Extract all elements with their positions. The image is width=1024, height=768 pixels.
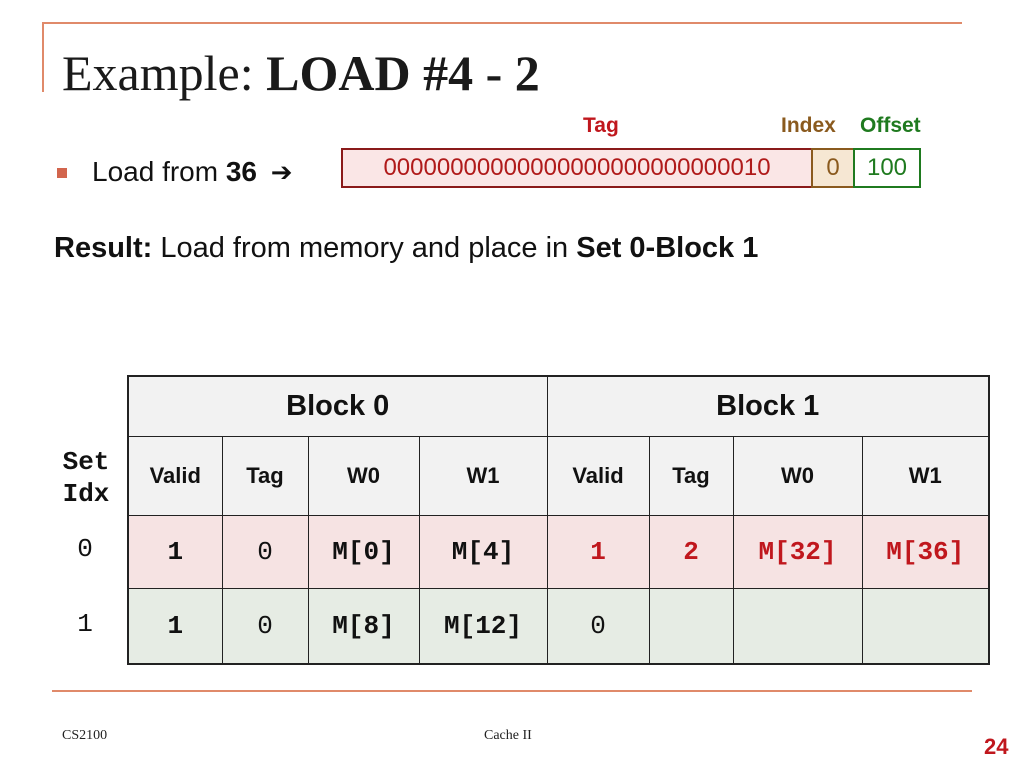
- left-rule: [42, 22, 44, 92]
- tag-label: Tag: [583, 114, 619, 137]
- top-rule: [42, 22, 962, 24]
- table-cell: 1: [546, 515, 650, 589]
- result-label: Result:: [54, 232, 153, 264]
- table-cell: 2: [648, 515, 734, 589]
- footer-topic: Cache II: [484, 728, 532, 743]
- load-bullet: Load from 36 ➔: [92, 156, 293, 188]
- set-idx-line-2: Idx: [62, 479, 110, 509]
- table-cell: M[32]: [732, 515, 863, 589]
- table-cell: 0: [546, 588, 650, 665]
- column-header: Tag: [221, 436, 309, 516]
- set-idx-header: Set Idx: [56, 446, 116, 510]
- table-cell: 0: [221, 588, 309, 665]
- bottom-rule: [52, 690, 972, 692]
- result-text: Load from memory and place in: [160, 232, 569, 264]
- right-arrow-icon: ➔: [270, 157, 293, 187]
- set-index-0: 0: [77, 534, 93, 564]
- cache-table: Block 0 Block 1 Valid Tag W0 W1 Valid Ta…: [127, 375, 990, 665]
- column-header: W0: [732, 436, 863, 516]
- block-1-header: Block 1: [546, 375, 990, 437]
- load-value: 36: [225, 156, 258, 187]
- table-cell: M[8]: [307, 588, 420, 665]
- column-header: W1: [418, 436, 548, 516]
- table-cell: M[0]: [307, 515, 420, 589]
- column-header-row: Valid Tag W0 W1 Valid Tag W0 W1: [127, 436, 990, 516]
- title-bold: LOAD #4 - 2: [266, 45, 540, 101]
- table-cell: [861, 588, 990, 665]
- address-tag-field: 00000000000000000000000000010: [341, 148, 813, 188]
- table-cell: M[36]: [861, 515, 990, 589]
- set-idx-line-1: Set: [62, 447, 110, 477]
- result-target: Set 0-Block 1: [576, 232, 759, 264]
- column-header: W1: [861, 436, 990, 516]
- block-header-row: Block 0 Block 1: [127, 375, 990, 437]
- table-cell: [732, 588, 863, 665]
- table-cell: [648, 588, 734, 665]
- page-number: 24: [984, 734, 1009, 759]
- table-row: 1 0 M[8] M[12] 0: [127, 588, 990, 665]
- slide-title: Example: LOAD #4 - 2: [62, 44, 540, 102]
- column-header: Valid: [127, 436, 223, 516]
- column-header: W0: [307, 436, 420, 516]
- title-prefix: Example:: [62, 45, 254, 101]
- table-cell: M[4]: [418, 515, 548, 589]
- index-label: Index: [781, 114, 836, 137]
- result-line: Result: Load from memory and place in Se…: [54, 232, 758, 265]
- bullet-square-icon: [57, 168, 67, 178]
- column-header: Tag: [648, 436, 734, 516]
- load-text: Load from: [92, 156, 219, 187]
- table-cell: M[12]: [418, 588, 548, 665]
- table-cell: 1: [127, 588, 223, 665]
- table-row: 1 0 M[0] M[4] 1 2 M[32] M[36]: [127, 515, 990, 589]
- set-index-1: 1: [77, 609, 93, 639]
- table-cell: 1: [127, 515, 223, 589]
- block-0-header: Block 0: [127, 375, 548, 437]
- footer-course: CS2100: [62, 728, 108, 743]
- column-header: Valid: [546, 436, 650, 516]
- address-offset-field: 100: [853, 148, 921, 188]
- address-index-field: 0: [811, 148, 855, 188]
- table-cell: 0: [221, 515, 309, 589]
- offset-label: Offset: [860, 114, 921, 137]
